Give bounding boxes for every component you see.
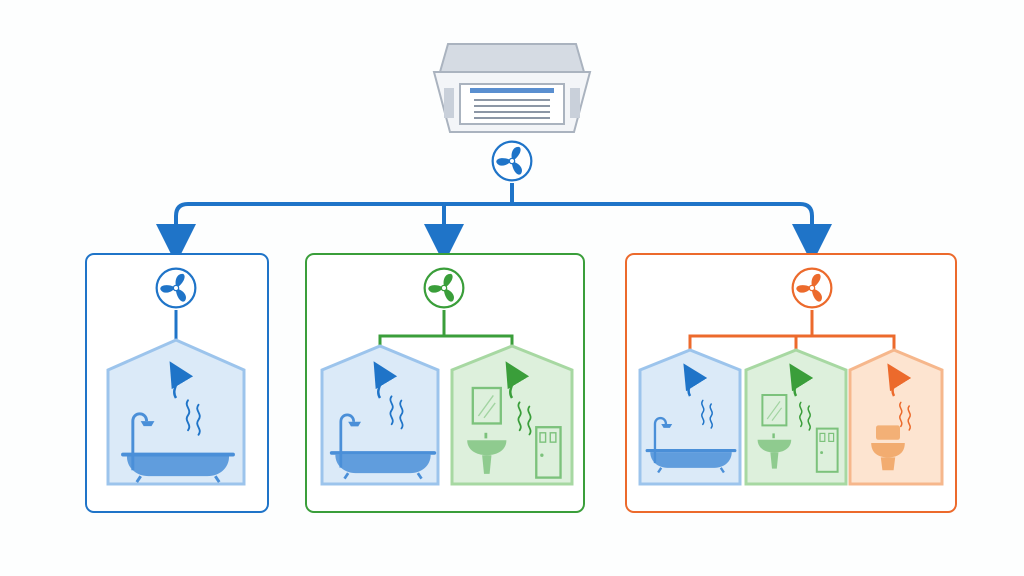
zone-2-fan-icon: [423, 267, 465, 309]
zone-2-panel: [305, 253, 585, 513]
ceiling-cassette-unit-icon: [432, 43, 592, 133]
zone-3-panel: [625, 253, 957, 513]
central-fan-icon: [491, 140, 533, 182]
zone-2-washroom: [450, 344, 574, 486]
zone-1-panel: [85, 253, 269, 513]
zone-3-toilet-room: [848, 348, 944, 486]
zone-3-washroom: [744, 348, 848, 486]
zone-3-fan-icon: [791, 267, 833, 309]
zone-1-bathroom: [106, 338, 246, 486]
main-duct-lines: [156, 183, 832, 264]
zone-3-bathroom: [638, 348, 742, 486]
zone-1-fan-icon: [155, 267, 197, 309]
zone-2-bathroom: [320, 344, 440, 486]
